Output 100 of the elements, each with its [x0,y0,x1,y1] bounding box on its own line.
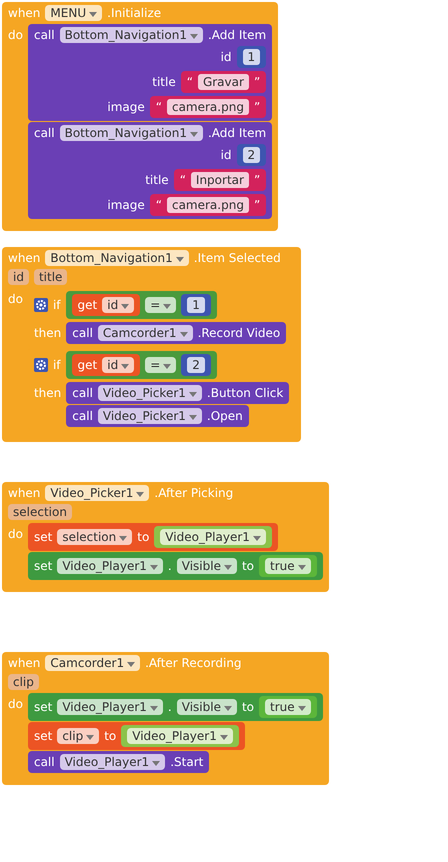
block-keyword: get [78,298,98,312]
block-keyword: .After Picking [154,486,234,500]
block-keyword: when [8,6,40,20]
block-keyword: call [72,386,93,400]
event-block [2,2,278,231]
event-block [2,482,329,592]
event-block [2,652,329,785]
boolean-block [259,555,317,577]
block-keyword: do [8,292,23,306]
dropdown-field: Video_Picker1 [98,385,202,401]
block-keyword: .After Recording [145,656,242,670]
block-keyword: image [107,198,145,212]
block-keyword: set [34,530,52,544]
dropdown-field: Video_Player1 [57,558,163,574]
property-setter-block [28,552,323,580]
dropdown-field: id [102,357,134,373]
block-keyword: then [34,386,62,400]
dropdown-field: = [145,297,176,313]
block-keyword: to [242,559,254,573]
quote-mark: “ [186,75,193,89]
event-block [2,247,302,442]
dropdown-field: Video_Player1 [160,529,266,545]
dropdown-field: true [265,558,311,574]
block-keyword: then [34,326,62,340]
parameter-label: id [8,269,29,285]
block-keyword: call [34,755,55,769]
quote-mark: “ [156,198,162,212]
number-block [236,46,266,68]
block-keyword: do [8,28,23,42]
block-keyword: .Add Item [208,28,266,42]
block-keyword: to [137,530,150,544]
block-keyword: .Add Item [208,126,266,140]
number-field: 1 [187,297,205,313]
method-call-block [66,382,290,404]
number-block [236,144,266,166]
block-keyword: .Initialize [107,6,162,20]
block-keyword: set [34,700,52,714]
block-keyword: .Item Selected [194,251,281,265]
number-block [181,354,211,376]
boolean-block [259,696,317,718]
block-keyword: . [168,700,172,714]
block-keyword: get [78,358,98,372]
dropdown-field: Visible [176,558,237,574]
method-call-block [28,24,272,121]
method-call-block [28,751,210,773]
component-block [154,526,272,548]
dropdown-field: Camcorder1 [98,325,193,341]
block-keyword: call [72,326,93,340]
text-field: Gravar [198,74,249,90]
variable-getter-block [72,294,140,316]
block-keyword: to [242,700,254,714]
method-call-block [28,122,272,219]
text-block [150,194,266,216]
block-keyword: . [168,559,172,573]
block-keyword: when [8,486,40,500]
block-keyword: title [152,75,176,89]
text-field: Inportar [190,172,249,188]
block-keyword: set [34,729,52,743]
block-keyword: image [107,100,145,114]
text-block [150,96,266,118]
dropdown-field: Visible [176,699,237,715]
variable-setter-block [28,722,245,750]
variable-setter-block [28,523,278,551]
dropdown-field: = [145,357,176,373]
number-field: 2 [187,357,205,373]
block-keyword: title [145,173,169,187]
block-keyword: id [220,148,232,162]
text-field: camera.png [166,197,249,213]
method-call-block [66,322,286,344]
parameter-label: title [34,269,68,285]
block-keyword: do [8,527,23,541]
property-setter-block [28,693,323,721]
dropdown-field: clip [57,728,100,744]
quote-mark: ” [254,173,260,187]
dropdown-field: selection [57,529,132,545]
quote-mark: “ [180,173,186,187]
text-block [174,169,266,191]
variable-getter-block [72,354,140,376]
block-keyword: .Start [170,755,204,769]
comparison-block [66,351,217,379]
block-keyword: .Record Video [198,326,280,340]
block-keyword: id [220,50,232,64]
dropdown-field: MENU [45,5,102,21]
block-keyword: set [34,559,52,573]
dropdown-field: Bottom_Navigation1 [60,27,203,43]
dropdown-field: Video_Player1 [57,699,163,715]
method-call-block [66,405,249,427]
block-keyword: call [34,126,55,140]
dropdown-field: Camcorder1 [45,655,140,671]
number-field: 1 [242,49,260,65]
quote-mark: ” [254,75,260,89]
block-keyword: .Button Click [206,386,284,400]
text-field: camera.png [166,99,249,115]
block-keyword: call [34,28,55,42]
text-block [180,71,266,93]
parameter-label: clip [8,674,39,690]
number-field: 2 [242,147,260,163]
dropdown-field: Video_Player1 [127,728,233,744]
quote-mark: ” [254,198,260,212]
dropdown-field: Video_Player1 [60,754,166,770]
